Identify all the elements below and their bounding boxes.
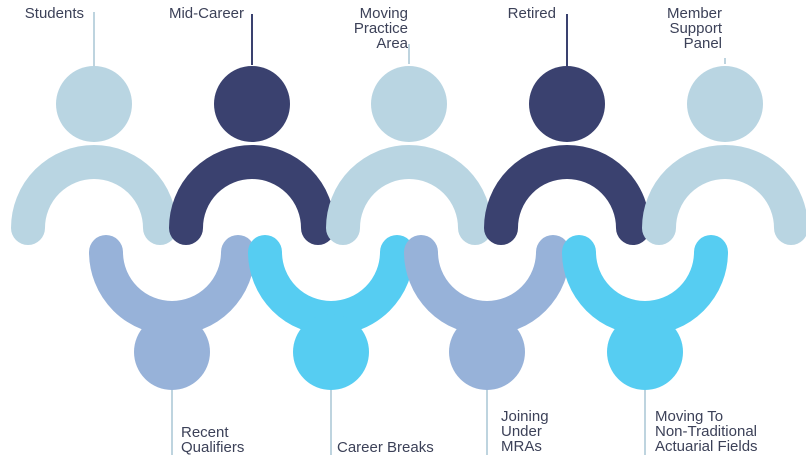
label-students: Students (24, 5, 84, 22)
figure-head-bottom (134, 314, 210, 390)
figure-body-bottom (562, 235, 728, 335)
figure-head-top (529, 66, 605, 142)
label-retired: Retired (507, 5, 556, 22)
label-moving-to-non-traditional: Moving To Non-Traditional Actuarial Fiel… (655, 408, 758, 455)
figure-body-top (642, 145, 806, 245)
figure-head-bottom (293, 314, 369, 390)
figure-head-bottom (607, 314, 683, 390)
label-recent-qualifiers: Recent Qualifiers (181, 424, 245, 456)
figure-body-top (169, 145, 335, 245)
figure-body-bottom (248, 235, 414, 335)
figure-head-top (371, 66, 447, 142)
label-joining-under-mras: Joining Under MRAs (501, 408, 549, 455)
label-member-support-panel: Member Support Panel (666, 5, 722, 52)
figure-body-top (484, 145, 650, 245)
figure-head-bottom (449, 314, 525, 390)
figure-body-bottom (89, 235, 255, 335)
figure-head-top (687, 66, 763, 142)
label-mid-career: Mid-Career (168, 5, 244, 22)
figure-body-bottom (404, 235, 570, 335)
figure-head-top (214, 66, 290, 142)
label-career-breaks: Career Breaks (337, 439, 434, 456)
figure-body-top (11, 145, 177, 245)
figure-body-top (326, 145, 492, 245)
figure-head-top (56, 66, 132, 142)
label-moving-practice-area: Moving Practice Area (353, 5, 408, 52)
